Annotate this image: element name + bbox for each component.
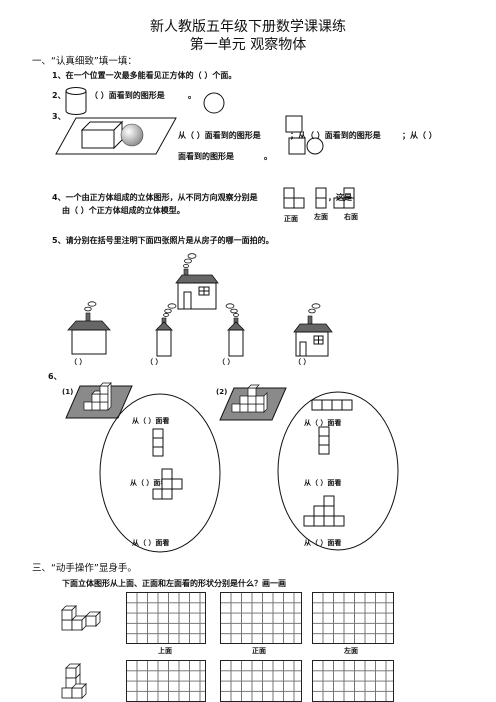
question-3-line1: 从（ ）面看到的图形是 (178, 131, 261, 140)
photo-3-blank[interactable]: （ ） (218, 358, 235, 366)
s3-grid-label-top: 上面 (158, 647, 172, 655)
s3-grid-row2-left-view[interactable] (312, 660, 394, 702)
q6-left-label-1: 从（ ）面看 (132, 417, 170, 425)
q6-right-view-row (311, 399, 353, 411)
q3-view-rect-circle (288, 137, 324, 155)
question-4-line2: 由（ ）个正方体组成的立体模型。 (62, 206, 185, 215)
s3-grid-front-view[interactable] (220, 592, 302, 644)
s3-grid-label-front: 正面 (252, 647, 266, 655)
house-photo-1 (67, 301, 111, 355)
house-photo-2 (155, 303, 177, 357)
question-2-text: （ ）面看到的图形是 (90, 91, 165, 100)
q6-right-label-1: 从（ ）面看 (304, 419, 342, 427)
q6-figure-2-label: (2) (216, 388, 228, 396)
page-title: 新人教版五年级下册数学课课练 (150, 19, 346, 35)
q6-figure-1-label: (1) (62, 388, 74, 396)
q6-right-label-3: 从（ ）面看 (304, 539, 342, 547)
s3-grid-left-view[interactable] (312, 592, 394, 644)
q4-view-label-left: 左面 (314, 213, 328, 221)
question-3-end: ；从（ ） (402, 131, 437, 140)
circle-view-answer (203, 92, 225, 114)
section-1-heading: 一、“认真细致”填一填： (32, 56, 137, 67)
question-3-period: 。 (264, 152, 272, 161)
q6-left-label-2: 从（ ）面看 (130, 479, 168, 487)
q6-left-ellipse (99, 393, 221, 553)
section-3-instruction: 下面立体图形从上面、正面和左面看的形状分别是什么？画一画 (62, 579, 286, 588)
q4-view-label-front: 正面 (284, 215, 298, 223)
q4-view-label-right: 右面 (344, 213, 358, 221)
s3-cube-figure-2 (61, 663, 87, 699)
q6-right-label-2: 从（ ）面看 (304, 479, 342, 487)
s3-grid-top-view[interactable] (126, 592, 206, 644)
s3-grid-row2-front-view[interactable] (220, 660, 302, 702)
page-subtitle: 第一单元 观察物体 (189, 37, 307, 53)
s3-grid-row2-top-view[interactable] (126, 660, 206, 702)
question-4-line1: 4、一个由正方体组成的立体图形，从不同方向观察分别是 (52, 193, 258, 202)
photo-4-blank[interactable]: （ ） (294, 358, 311, 366)
q6-cube-stack-2 (219, 384, 287, 421)
house-3d-figure (175, 253, 219, 310)
photo-1-blank[interactable]: （ ） (70, 358, 87, 366)
question-5: 5、请分别在括号里注明下面四张照片是从房子的哪一面拍的。 (52, 236, 274, 245)
house-photo-4 (293, 303, 333, 357)
q6-right-ellipse (277, 391, 399, 551)
house-photo-3 (225, 303, 245, 357)
question-3-line2: 面看到的图形是 (178, 152, 234, 161)
cuboid-and-ball-figure (55, 117, 177, 155)
photo-2-blank[interactable]: （ ） (146, 358, 163, 366)
q6-left-label-3: 从（ ）面看 (132, 539, 170, 547)
question-6-number: 6、 (48, 372, 62, 381)
q6-right-view-column (318, 426, 330, 455)
q3-view-square (285, 115, 303, 133)
cylinder-figure (65, 87, 87, 115)
s3-grid-label-left: 左面 (344, 647, 358, 655)
q6-right-view-steps (303, 495, 345, 527)
q4-three-views (283, 187, 355, 209)
question-4-tail: ，这是 (328, 193, 352, 202)
question-2-period: 。 (188, 91, 196, 100)
q6-cube-stack-1 (65, 382, 133, 419)
question-3-number: 3、 (52, 112, 66, 121)
q6-left-view-l-shape (152, 468, 183, 500)
section-3-heading: 三、“动手操作”显身手。 (32, 563, 137, 574)
question-3-middle: ；从（ ）面看到的图形是 (290, 131, 381, 140)
question-2-number: 2、 (52, 91, 66, 100)
s3-cube-figure-1 (61, 605, 101, 631)
q6-left-view-column (152, 428, 164, 457)
question-1: 1、在一个位置一次最多能看见正方体的（ ）个面。 (52, 71, 237, 80)
